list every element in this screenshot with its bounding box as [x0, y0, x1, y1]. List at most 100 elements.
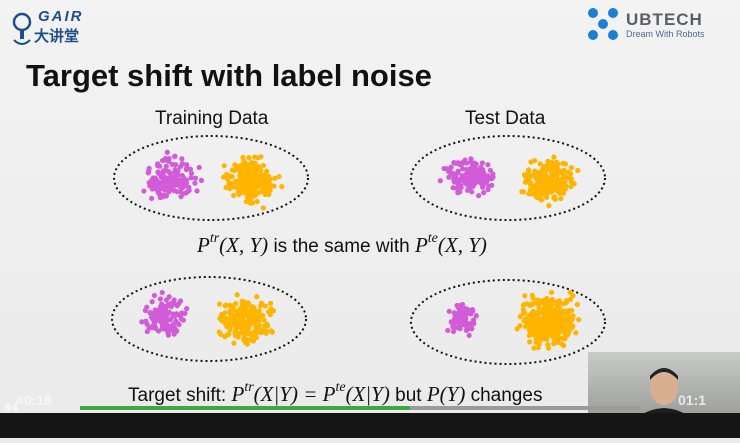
formula-shift-suffix: changes — [465, 385, 543, 406]
scatter-dot — [520, 302, 527, 308]
scatter-dot — [532, 325, 538, 332]
scatter-dot — [555, 183, 561, 189]
scatter-dot — [463, 175, 470, 181]
scatter-dot — [257, 167, 264, 173]
scatter-dot — [441, 165, 447, 172]
scatter-dot — [466, 332, 472, 339]
ellipse-training-top — [113, 135, 309, 221]
scatter-dot — [169, 161, 175, 167]
scatter-dot — [244, 300, 250, 306]
scatter-dot — [568, 184, 574, 190]
scatter-dot — [569, 325, 575, 331]
scatter-dot — [166, 294, 172, 300]
scatter-dot — [517, 314, 523, 320]
scatter-dot — [262, 303, 269, 309]
scatter-dot — [194, 188, 200, 194]
player-control-bar — [0, 413, 740, 438]
scatter-dot — [259, 189, 265, 195]
scatter-dot — [485, 162, 491, 168]
scatter-dot — [464, 167, 471, 173]
scatter-dot — [473, 166, 479, 172]
scatter-dot — [231, 192, 237, 199]
scatter-dot — [149, 324, 155, 331]
scatter-dot — [161, 173, 167, 180]
scatter-dot — [243, 160, 249, 167]
scatter-dot — [254, 317, 260, 323]
scatter-dot — [540, 166, 546, 172]
scatter-dot — [487, 167, 493, 173]
scatter-dot — [163, 317, 169, 324]
scatter-dot — [546, 163, 553, 169]
scatter-dot — [264, 321, 270, 327]
formula-shift-eq: = — [297, 382, 323, 406]
scatter-dot — [575, 167, 581, 174]
scatter-dot — [242, 339, 248, 345]
scatter-dot — [558, 178, 564, 184]
formula-joint-p2: P — [414, 233, 428, 257]
scatter-dot — [567, 296, 573, 303]
scatter-dot — [257, 326, 263, 332]
scatter-dot — [157, 194, 163, 201]
scatter-dot — [164, 149, 170, 155]
scatter-dot — [569, 307, 575, 314]
scatter-dot — [546, 185, 552, 191]
scatter-dot — [459, 173, 465, 179]
scatter-dot — [549, 168, 555, 174]
scatter-dot — [267, 312, 273, 318]
formula-joint: Ptr(X, Y) is the same with Pte(X, Y) — [197, 231, 487, 258]
scatter-dot — [560, 317, 566, 323]
scatter-dot — [527, 179, 533, 186]
scatter-dot — [550, 334, 557, 340]
scatter-dot — [476, 193, 482, 199]
scatter-dot — [171, 297, 177, 303]
scatter-dot — [192, 175, 199, 181]
scatter-dot — [243, 304, 249, 310]
formula-shift-p2: P — [322, 382, 336, 406]
scatter-dot — [473, 313, 479, 319]
scatter-dot — [227, 323, 233, 329]
scatter-dot — [159, 326, 165, 332]
scatter-dot — [469, 189, 475, 195]
scatter-dot — [448, 171, 454, 177]
scatter-dot — [446, 308, 452, 314]
scatter-dot — [522, 179, 528, 185]
rewind-icon[interactable] — [2, 399, 18, 415]
scatter-dot — [166, 180, 173, 186]
scatter-dot — [542, 191, 548, 198]
formula-shift-prefix: Target shift: — [128, 385, 232, 406]
scatter-dot — [536, 341, 542, 347]
scatter-dot — [198, 177, 205, 184]
scatter-dot — [246, 155, 252, 161]
scatter-dot — [461, 314, 467, 321]
scatter-dot — [264, 179, 270, 185]
scatter-dot — [263, 328, 270, 334]
slide-title: Target shift with label noise — [26, 58, 432, 93]
scatter-dot — [151, 292, 158, 299]
formula-shift-mid: but — [389, 385, 427, 406]
scatter-dot — [163, 312, 169, 318]
scatter-dot — [248, 333, 255, 339]
scatter-dot — [238, 175, 245, 181]
scatter-dot — [544, 336, 550, 343]
scatter-dot — [573, 330, 579, 336]
scatter-dot — [534, 319, 541, 325]
scatter-dot — [249, 303, 255, 310]
scatter-dot — [264, 184, 270, 190]
scatter-dot — [437, 178, 443, 184]
scatter-dot — [173, 179, 179, 185]
scatter-dot — [152, 175, 158, 181]
scatter-dot — [261, 317, 267, 323]
scatter-dot — [254, 322, 260, 328]
scatter-dot — [453, 160, 459, 166]
scatter-dot — [236, 186, 242, 192]
scatter-dot — [568, 171, 574, 177]
scatter-dot — [450, 185, 456, 191]
scatter-dot — [223, 302, 229, 308]
current-time: 40:18 — [16, 392, 52, 408]
scatter-dot — [162, 167, 168, 174]
formula-shift-p3: P(Y) — [426, 382, 466, 406]
scatter-dot — [552, 196, 558, 202]
scatter-dot — [150, 316, 157, 322]
scatter-dot — [464, 187, 471, 193]
